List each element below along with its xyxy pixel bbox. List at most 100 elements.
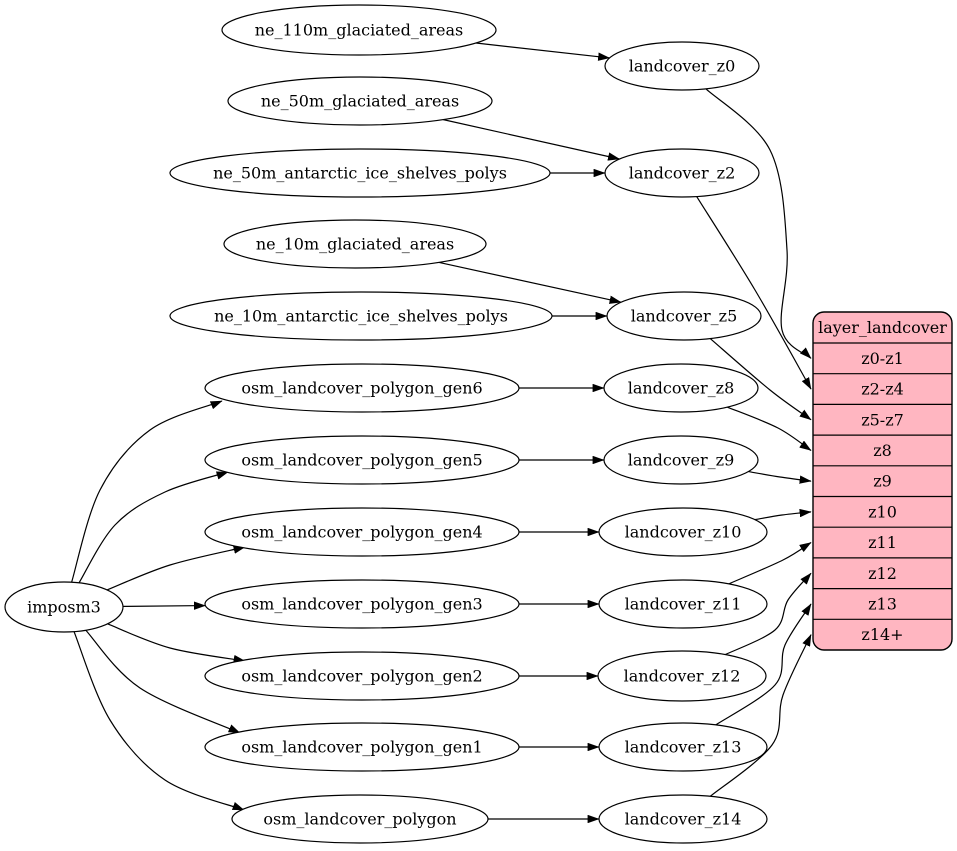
imposm3-label: imposm3: [27, 598, 101, 617]
edge-landcover_z5-to-layer_landcover-row-z5-z7: [709, 338, 812, 421]
landcover_z2-ellipse: [604, 148, 760, 198]
edge-imposm3-to-osm_landcover_polygon_gen1: [85, 629, 241, 734]
landcover_z14-label: landcover_z14: [625, 810, 742, 829]
osm_landcover_polygon_gen1-label: osm_landcover_polygon_gen1: [241, 738, 482, 757]
graph-node-osm_landcover_polygon_gen4: osm_landcover_polygon_gen4: [204, 507, 520, 557]
graph-node-ne_50m_antarctic_ice_shelves_polys: ne_50m_antarctic_ice_shelves_polys: [169, 148, 551, 198]
graph-node-landcover_z9: landcover_z9: [603, 435, 759, 485]
osm_landcover_polygon_gen1-ellipse: [204, 722, 520, 772]
edge-imposm3-to-osm_landcover_polygon_gen4: [106, 545, 246, 591]
osm_landcover_polygon_gen2-label: osm_landcover_polygon_gen2: [241, 667, 482, 686]
landcover_z12-label: landcover_z12: [624, 667, 741, 686]
graph-node-landcover_z5: landcover_z5: [606, 291, 762, 341]
landcover_z11-label: landcover_z11: [625, 595, 742, 614]
edge-landcover_z0-to-layer_landcover-row-z0-z1: [705, 88, 812, 359]
graph-node-osm_landcover_polygon_gen1: osm_landcover_polygon_gen1: [204, 722, 520, 772]
graph-node-landcover_z11: landcover_z11: [598, 579, 768, 629]
ne_50m_glaciated_areas-label: ne_50m_glaciated_areas: [261, 92, 459, 111]
landcover_z5-label: landcover_z5: [631, 307, 738, 326]
landcover_z13-ellipse: [598, 722, 768, 772]
graph-node-landcover_z10: landcover_z10: [598, 507, 768, 557]
ne_110m_glaciated_areas-label: ne_110m_glaciated_areas: [255, 21, 464, 40]
edge-landcover_z2-to-layer_landcover-row-z2-z4: [696, 196, 812, 390]
edge-landcover_z8-to-layer_landcover-row-z8: [727, 406, 812, 451]
edge-imposm3-to-osm_landcover_polygon: [73, 631, 245, 811]
table-header-layer_landcover: layer_landcover: [818, 318, 947, 337]
osm_landcover_polygon_gen2-ellipse: [204, 651, 520, 701]
landcover_z8-ellipse: [603, 363, 759, 413]
edge-ne_10m_glaciated_areas-to-landcover_z5: [438, 261, 622, 304]
ne_50m_antarctic_ice_shelves_polys-label: ne_50m_antarctic_ice_shelves_polys: [213, 164, 507, 183]
landcover_z10-ellipse: [598, 507, 768, 557]
osm_landcover_polygon_gen5-ellipse: [204, 435, 520, 485]
ne_50m_glaciated_areas-ellipse: [227, 76, 493, 126]
osm_landcover_polygon_gen4-ellipse: [204, 507, 520, 557]
table-outline: [812, 311, 953, 651]
osm_landcover_polygon_gen3-label: osm_landcover_polygon_gen3: [241, 595, 482, 614]
graph-node-ne_10m_glaciated_areas: ne_10m_glaciated_areas: [223, 219, 487, 269]
landcover_z9-label: landcover_z9: [628, 451, 735, 470]
landcover_z2-label: landcover_z2: [629, 164, 736, 183]
graph-node-landcover_z12: landcover_z12: [597, 650, 767, 702]
graph-node-osm_landcover_polygon: osm_landcover_polygon: [231, 794, 489, 844]
table-row-z11: z11: [868, 533, 897, 552]
landcover_z12-ellipse: [597, 650, 767, 702]
graph-node-landcover_z13: landcover_z13: [598, 722, 768, 772]
osm_landcover_polygon-ellipse: [231, 794, 489, 844]
edge-imposm3-to-osm_landcover_polygon_gen6: [71, 400, 223, 583]
table-row-z8: z8: [873, 441, 892, 460]
graph-node-landcover_z14: landcover_z14: [598, 794, 768, 844]
ne_50m_antarctic_ice_shelves_polys-ellipse: [169, 148, 551, 198]
table-row-z13: z13: [868, 594, 897, 613]
table-row-z5-z7: z5-z7: [861, 410, 904, 429]
graph-node-osm_landcover_polygon_gen5: osm_landcover_polygon_gen5: [204, 435, 520, 485]
landcover_z11-ellipse: [598, 579, 768, 629]
osm_landcover_polygon_gen5-label: osm_landcover_polygon_gen5: [241, 451, 482, 470]
osm_landcover_polygon_gen6-ellipse: [204, 363, 520, 413]
table-row-z9: z9: [873, 472, 892, 491]
landcover_z5-ellipse: [606, 291, 762, 341]
edge-landcover_z13-to-layer_landcover-row-z13: [715, 603, 812, 726]
edge-landcover_z9-to-layer_landcover-row-z9: [748, 470, 812, 484]
graph-node-osm_landcover_polygon_gen6: osm_landcover_polygon_gen6: [204, 363, 520, 413]
landcover_z0-ellipse: [604, 41, 760, 91]
table-row-z10: z10: [868, 502, 897, 521]
landcover_z13-label: landcover_z13: [625, 738, 742, 757]
graph-node-landcover_z2: landcover_z2: [604, 148, 760, 198]
ne_10m_glaciated_areas-label: ne_10m_glaciated_areas: [256, 235, 454, 254]
edge-ne_110m_glaciated_areas-to-landcover_z0: [475, 42, 611, 61]
edge-landcover_z12-to-layer_landcover-row-z12: [725, 572, 812, 656]
table-row-z14+: z14+: [861, 625, 903, 644]
osm_landcover_polygon_gen3-ellipse: [204, 579, 520, 629]
graph-node-imposm3: imposm3: [4, 581, 124, 633]
ne_110m_glaciated_areas-ellipse: [221, 4, 497, 56]
landcover_z14-ellipse: [598, 794, 768, 844]
osm_landcover_polygon_gen6-label: osm_landcover_polygon_gen6: [241, 379, 482, 398]
graph-node-osm_landcover_polygon_gen2: osm_landcover_polygon_gen2: [204, 651, 520, 701]
landcover_z9-ellipse: [603, 435, 759, 485]
landcover_z0-label: landcover_z0: [629, 57, 736, 76]
graph-node-ne_50m_glaciated_areas: ne_50m_glaciated_areas: [227, 76, 493, 126]
imposm3-ellipse: [4, 581, 124, 633]
table-row-z2-z4: z2-z4: [861, 380, 904, 399]
edge-ne_50m_glaciated_areas-to-landcover_z2: [443, 119, 621, 161]
edge-imposm3-to-osm_landcover_polygon_gen5: [78, 471, 229, 584]
ne_10m_glaciated_areas-ellipse: [223, 219, 487, 269]
osm_landcover_polygon-label: osm_landcover_polygon: [263, 810, 456, 829]
table-row-z12: z12: [868, 564, 897, 583]
edges-layer: [71, 42, 812, 824]
edge-imposm3-to-osm_landcover_polygon_gen2: [107, 623, 246, 664]
edge-imposm3-to-osm_landcover_polygon_gen3: [122, 601, 206, 610]
table-row-z0-z1: z0-z1: [861, 349, 904, 368]
landcover_z10-label: landcover_z10: [625, 523, 742, 542]
graph-node-landcover_z8: landcover_z8: [603, 363, 759, 413]
graph-node-osm_landcover_polygon_gen3: osm_landcover_polygon_gen3: [204, 579, 520, 629]
edge-landcover_z14-to-layer_landcover-row-z14+: [709, 634, 812, 797]
osm_landcover_polygon_gen4-label: osm_landcover_polygon_gen4: [241, 523, 482, 542]
graph-node-ne_10m_antarctic_ice_shelves_polys: ne_10m_antarctic_ice_shelves_polys: [169, 291, 553, 341]
table-layer_landcover: layer_landcover z0-z1 z2-z4 z5-z7 z8 z9 z10 z11…: [812, 311, 953, 651]
ne_10m_antarctic_ice_shelves_polys-label: ne_10m_antarctic_ice_shelves_polys: [214, 307, 508, 326]
landcover_z8-label: landcover_z8: [628, 379, 735, 398]
